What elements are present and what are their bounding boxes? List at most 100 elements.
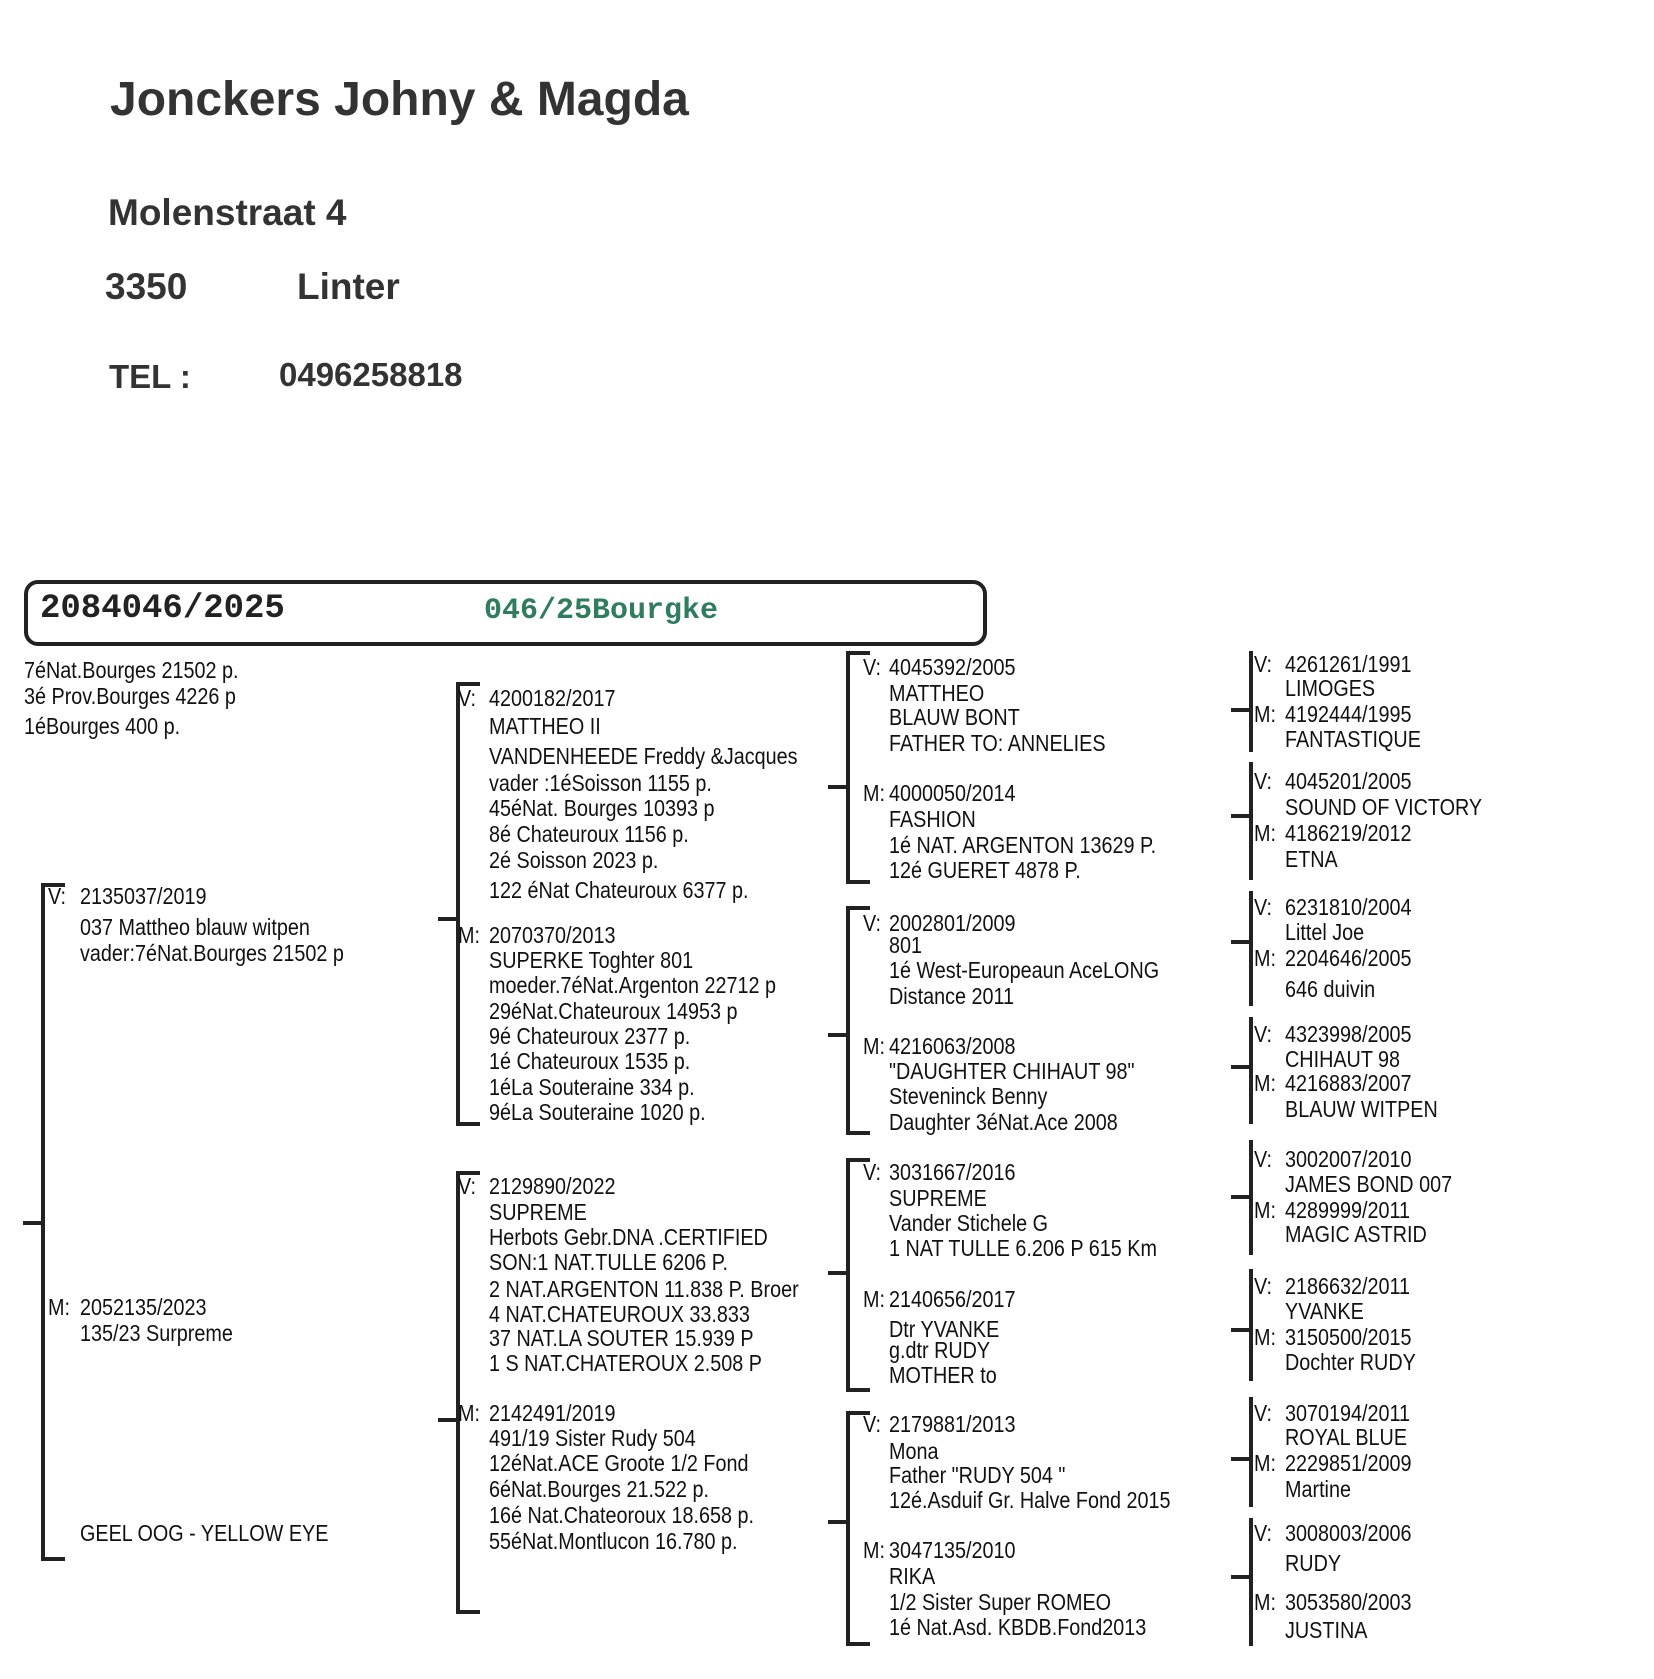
entry-line: 4186219/2012 (1285, 820, 1412, 846)
entry-line: 3008003/2006 (1285, 1520, 1412, 1546)
entry-line: 6éNat.Bourges 21.522 p. (489, 1476, 709, 1502)
entry-line: 4200182/2017 (489, 685, 616, 711)
bracket-line (1249, 891, 1253, 1006)
entry-label: M: (863, 1537, 885, 1563)
entry-line: BLAUW BONT (889, 704, 1020, 730)
ring-box (24, 580, 987, 646)
bracket-cap (846, 880, 870, 884)
bracket-cap (846, 906, 870, 910)
entry-line: 2229851/2009 (1285, 1450, 1412, 1476)
entry-line: LIMOGES (1285, 675, 1376, 701)
entry-label: V: (863, 654, 881, 680)
entry-label: V: (1254, 651, 1272, 677)
bracket-tick (828, 1271, 848, 1275)
entry-line: 2140656/2017 (889, 1286, 1016, 1312)
bracket-cap (846, 1158, 870, 1162)
entry-line: ROYAL BLUE (1285, 1424, 1408, 1450)
entry-line: 3150500/2015 (1285, 1324, 1412, 1350)
bracket-tick (828, 1033, 848, 1037)
bracket-line (846, 906, 850, 1135)
entry-line: 491/19 Sister Rudy 504 (489, 1425, 696, 1451)
entry-line: Steveninck Benny (889, 1083, 1048, 1109)
entry-line: 2179881/2013 (889, 1411, 1016, 1437)
bracket-line (41, 883, 45, 1561)
entry-label: V: (1254, 1273, 1272, 1299)
entry-line: ETNA (1285, 846, 1338, 872)
entry-label: V: (48, 883, 66, 909)
entry-line: MATTHEO (889, 680, 985, 706)
bracket-tick (828, 785, 848, 789)
tel-number: 0496258818 (279, 356, 463, 393)
entry-line: Herbots Gebr.DNA .CERTIFIED (489, 1224, 768, 1250)
entry-label: V: (1254, 1400, 1272, 1426)
entry-line: 16é Nat.Chateoroux 18.658 p. (489, 1502, 755, 1528)
entry-line: 9éLa Souteraine 1020 p. (489, 1099, 706, 1125)
entry-label: M: (1254, 1324, 1276, 1350)
bracket-tick (1231, 708, 1251, 712)
entry-label: V: (1254, 1146, 1272, 1172)
entry-line: Littel Joe (1285, 919, 1365, 945)
bracket-tick (1231, 814, 1251, 818)
bracket-tick (438, 1418, 458, 1422)
entry-line: FASHION (889, 806, 976, 832)
entry-line: 9é Chateuroux 2377 p. (489, 1023, 691, 1049)
bracket-cap (456, 1122, 480, 1126)
entry-line: FANTASTIQUE (1285, 726, 1421, 752)
entry-line: 2 NAT.ARGENTON 11.838 P. Broer (489, 1276, 799, 1302)
bracket-tick (438, 917, 458, 921)
entry-line: BLAUW WITPEN (1285, 1096, 1438, 1122)
entry-line: 2204646/2005 (1285, 945, 1412, 971)
entry-label: M: (458, 1400, 480, 1426)
entry-line: 2052135/2023 (80, 1294, 207, 1320)
entry-line: Dtr YVANKE (889, 1316, 1000, 1342)
entry-label: V: (458, 1173, 476, 1199)
bracket-line (1249, 762, 1253, 880)
bracket-cap (846, 651, 870, 655)
entry-line: 4216883/2007 (1285, 1070, 1412, 1096)
entry-line: 4289999/2011 (1285, 1197, 1411, 1223)
entry-label: M: (1254, 945, 1276, 971)
bracket-cap (41, 1557, 65, 1561)
entry-line: SUPREME (889, 1185, 987, 1211)
entry-label: M: (1254, 1589, 1276, 1615)
entry-line: Martine (1285, 1476, 1351, 1502)
entry-line: 1 S NAT.CHATEROUX 2.508 P (489, 1350, 762, 1376)
entry-line: 037 Mattheo blauw witpen (80, 914, 310, 940)
entry-line: RIKA (889, 1563, 936, 1589)
entry-line: 4 NAT.CHATEUROUX 33.833 (489, 1301, 750, 1327)
entry-label: M: (863, 780, 885, 806)
entry-line: 801 (889, 932, 923, 958)
bracket-line (846, 1158, 850, 1392)
entry-line: 135/23 Surpreme (80, 1320, 233, 1346)
entry-line: 29éNat.Chateuroux 14953 p (489, 998, 738, 1024)
bracket-tick (1231, 940, 1251, 944)
entry-line: Dochter RUDY (1285, 1349, 1416, 1375)
entry-line: Daughter 3éNat.Ace 2008 (889, 1109, 1118, 1135)
entry-line: 12éNat.ACE Groote 1/2 Fond (489, 1450, 749, 1476)
entry-line: Father "RUDY 504 " (889, 1462, 1066, 1488)
entry-label: M: (1254, 1450, 1276, 1476)
entry-line: g.dtr RUDY (889, 1337, 991, 1363)
entry-line: 646 duivin (1285, 976, 1376, 1002)
entry-line: 4323998/2005 (1285, 1021, 1412, 1047)
bracket-cap (456, 682, 480, 686)
bracket-line (1249, 1397, 1253, 1507)
bracket-cap (456, 1171, 480, 1175)
bracket-line (1249, 651, 1253, 752)
bracket-line (456, 1171, 460, 1614)
owner-name: Jonckers Johny & Magda (110, 73, 689, 126)
entry-label: M: (1254, 1197, 1276, 1223)
ring-number: 2084046/2025 (40, 590, 285, 628)
entry-line: vader:7éNat.Bourges 21502 p (80, 940, 344, 966)
bracket-tick (1231, 1328, 1251, 1332)
entry-line: 2002801/2009 (889, 910, 1016, 936)
entry-line: 4045392/2005 (889, 654, 1016, 680)
entry-line: SON:1 NAT.TULLE 6206 P. (489, 1249, 728, 1275)
entry-line: Mona (889, 1438, 939, 1464)
postal-code: 3350 (105, 266, 188, 307)
entry-line: 1é NAT. ARGENTON 13629 P. (889, 832, 1157, 858)
bracket-cap (846, 1642, 870, 1646)
entry-label: M: (458, 922, 480, 948)
entry-line: MATTHEO II (489, 713, 601, 739)
entry-line: SUPREME (489, 1199, 587, 1225)
